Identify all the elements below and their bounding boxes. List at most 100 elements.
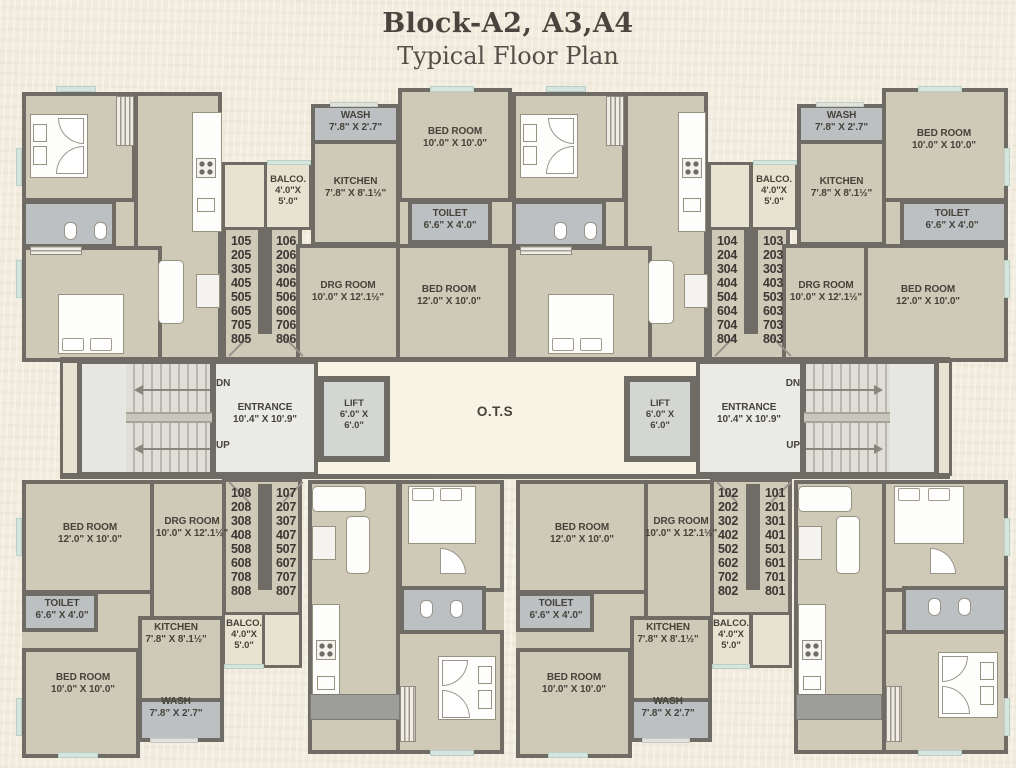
unit103-bedroom-small <box>882 88 1008 202</box>
wc-fixture <box>94 222 107 240</box>
pillow <box>412 488 434 501</box>
window <box>16 698 22 736</box>
unit101-toilet <box>902 586 1008 634</box>
room-dims: 5'.0" <box>234 640 254 651</box>
room-dims: 7'.8" X 2'.7" <box>149 708 203 719</box>
room-name: BALCO. <box>226 618 262 629</box>
wall <box>60 357 950 362</box>
room-name: TOILET <box>538 598 574 609</box>
unit108-bedroom-small <box>22 648 140 758</box>
room-dims: 5'.0" <box>764 196 784 207</box>
unit103-bedroom-large-label: BED ROOM 12'.0" X 10'.0" <box>860 284 996 308</box>
kitchen-platform <box>796 694 882 720</box>
wc-fixture <box>554 222 567 240</box>
duct-shaft <box>936 360 952 476</box>
room-name: BED ROOM <box>546 672 602 683</box>
entry-alcove <box>750 612 792 668</box>
armchair <box>836 516 860 574</box>
room-dims: 12'.0" X 10'.0" <box>58 534 122 545</box>
wc-fixture <box>523 146 537 165</box>
room-dims: 10'.0" X 10'.0" <box>423 138 487 149</box>
room-name: LIFT <box>344 398 364 409</box>
room-dims: 7'.8" X 2'.7" <box>815 122 868 133</box>
arrow-left-icon <box>134 444 143 454</box>
armchair <box>346 516 370 574</box>
room-name: ENTRANCE <box>721 402 777 413</box>
up-label: UP <box>786 440 800 451</box>
room-name: BED ROOM <box>916 128 972 139</box>
window <box>642 738 690 743</box>
plan-title: Block-A2, A3,A4 <box>382 8 634 39</box>
unit106-wash-label: WASH 7'.8" X 2'.7" <box>311 110 400 134</box>
arrow-right-icon <box>874 444 883 454</box>
arrow-left-icon <box>134 385 143 395</box>
sink-fixture <box>523 124 537 142</box>
window <box>16 148 22 186</box>
room-dims: 10'.0" X 10'.0" <box>912 140 976 151</box>
stove <box>196 158 216 178</box>
room-dims: 10'.0" X 10'.0" <box>542 684 606 695</box>
unit102-bedroom-small-label: BED ROOM 10'.0" X 10'.0" <box>516 672 632 696</box>
window <box>1004 518 1010 556</box>
room-name: BALCO. <box>270 174 306 185</box>
unit102-balcony-label: BALCO. 4'.0"X 5'.0" <box>710 618 752 651</box>
unit108-balcony-label: BALCO. 4'.0"X 5'.0" <box>222 618 266 651</box>
room-dims: 5'.0" <box>278 196 298 207</box>
sink-fixture <box>197 198 215 212</box>
sink-fixture <box>33 124 47 142</box>
entrance-hall-left <box>212 360 318 476</box>
room-dims: 12'.0" X 10'.0" <box>896 296 960 307</box>
entrance-right-label: ENTRANCE 10'.4" X 10'.9" <box>702 402 796 426</box>
room-name: KITCHEN <box>154 622 198 633</box>
room-dims: 7'.8" X 2'.7" <box>329 122 382 133</box>
pillow <box>440 488 462 501</box>
wc-fixture <box>584 222 597 240</box>
room-name: BED ROOM <box>62 522 118 533</box>
unit108-toilet-label: TOILET 6'.6" X 4'.0" <box>24 598 100 622</box>
sofa <box>648 260 674 324</box>
unit108-drg-label: DRG ROOM 10'.0" X 12'.1½" <box>150 516 234 540</box>
balcony-rail <box>267 160 311 165</box>
unit103-wash-label: WASH 7'.8" X 2'.7" <box>797 110 886 134</box>
tv-unit <box>196 274 220 308</box>
sink-fixture <box>478 666 492 684</box>
room-dims: 6'.6" X 4'.0" <box>529 610 583 621</box>
room-dims: 7'.8" X 8'.1½" <box>324 188 387 199</box>
pillow <box>552 338 574 351</box>
balcony-rail <box>753 160 797 165</box>
wc-fixture <box>64 222 77 240</box>
sink-fixture <box>317 676 335 690</box>
unit108-wash-label: WASH 7'.8" X 2'.7" <box>132 696 220 720</box>
room-dims: 10'.4" X 10'.9" <box>233 414 297 425</box>
sink-fixture <box>980 662 994 680</box>
room-dims: 12'.0" X 10'.0" <box>417 296 481 307</box>
room-name: DRG ROOM <box>320 280 376 291</box>
window <box>1004 260 1010 298</box>
room-name: LIFT <box>650 398 670 409</box>
wardrobe <box>606 96 624 146</box>
towel-rail <box>30 246 82 255</box>
unit103-balcony-label: BALCO. 4'.0"X 5'.0" <box>750 174 798 207</box>
unit106-kitchen-label: KITCHEN 7'.8" X 8'.1½" <box>313 176 398 200</box>
unit102-bedroom-small <box>516 648 632 758</box>
wc-fixture <box>420 600 433 618</box>
wc-fixture <box>958 598 971 616</box>
dn-label: DN <box>785 378 800 389</box>
stair-landing <box>126 412 212 423</box>
room-dims: 10'.0" X 12'.1½" <box>311 292 385 303</box>
unit102-toilet-label: TOILET 6'.6" X 4'.0" <box>518 598 594 622</box>
room-name: WASH <box>653 696 683 707</box>
room-name: TOILET <box>934 208 970 219</box>
room-name: DRG ROOM <box>798 280 854 291</box>
unit103-kitchen-label: KITCHEN 7'.8" X 8'.1½" <box>799 176 884 200</box>
sink-fixture <box>803 676 821 690</box>
window <box>150 738 198 743</box>
room-dims: 4'.0"X <box>231 629 257 640</box>
room-name: WASH <box>161 696 191 707</box>
unit108-bedroom-small-label: BED ROOM 10'.0" X 10'.0" <box>24 672 142 696</box>
unit102-wash-label: WASH 7'.8" X 2'.7" <box>624 696 712 720</box>
pillow <box>928 488 950 501</box>
room-name: DRG ROOM <box>164 516 220 527</box>
